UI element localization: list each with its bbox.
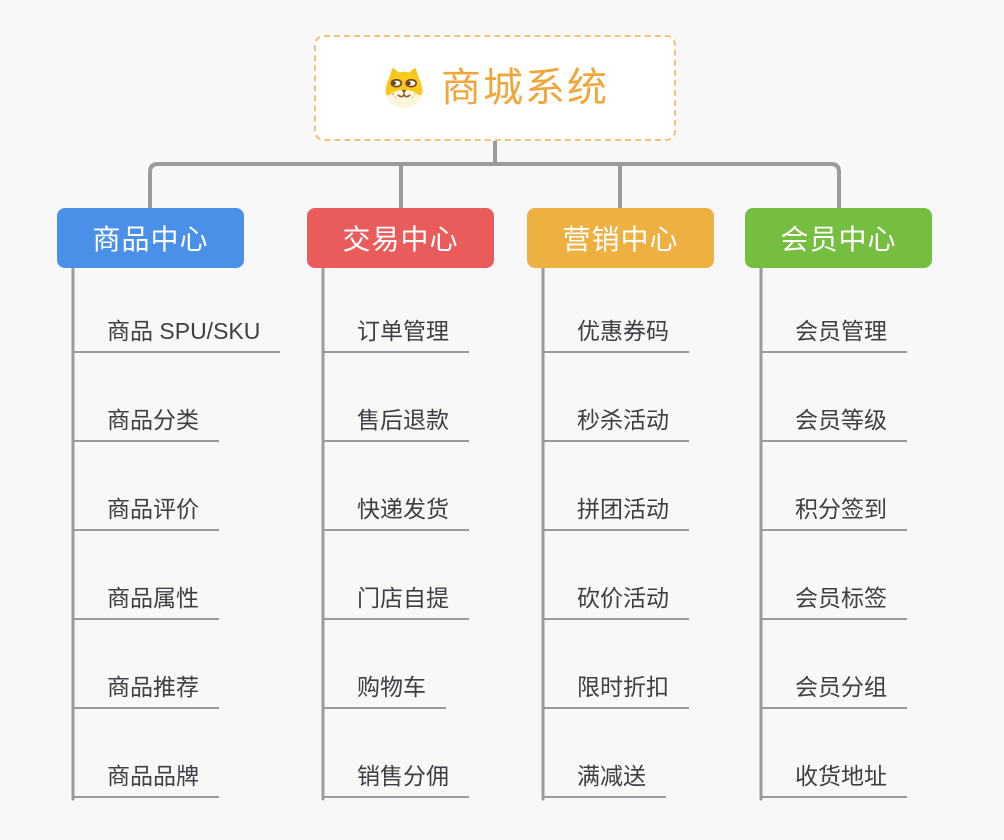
child-topic[interactable]: 售后退款	[323, 400, 469, 442]
child-topic[interactable]: 订单管理	[323, 311, 469, 353]
branch-node-product-center[interactable]: 商品中心	[57, 208, 244, 268]
child-topic[interactable]: 限时折扣	[543, 667, 689, 709]
child-topic[interactable]: 购物车	[323, 667, 446, 709]
child-topic[interactable]: 商品属性	[73, 578, 219, 620]
child-topic[interactable]: 积分签到	[761, 489, 907, 531]
child-topic[interactable]: 拼团活动	[543, 489, 689, 531]
child-topic[interactable]: 优惠券码	[543, 311, 689, 353]
child-topic[interactable]: 收货地址	[761, 756, 907, 798]
child-topic[interactable]: 会员等级	[761, 400, 907, 442]
child-topic[interactable]: 商品推荐	[73, 667, 219, 709]
child-topic[interactable]: 砍价活动	[543, 578, 689, 620]
branch-node-trade-center[interactable]: 交易中心	[307, 208, 494, 268]
branch-node-marketing-center[interactable]: 营销中心	[527, 208, 714, 268]
child-topic[interactable]: 会员分组	[761, 667, 907, 709]
child-topic[interactable]: 商品分类	[73, 400, 219, 442]
child-topic[interactable]: 秒杀活动	[543, 400, 689, 442]
child-topic[interactable]: 会员标签	[761, 578, 907, 620]
branch-node-member-center[interactable]: 会员中心	[745, 208, 932, 268]
child-topic[interactable]: 满减送	[543, 756, 666, 798]
child-topic[interactable]: 商品 SPU/SKU	[73, 311, 281, 353]
child-topic[interactable]: 销售分佣	[323, 756, 469, 798]
dog-face-icon	[385, 67, 423, 109]
root-node[interactable]: 商城系统	[314, 35, 676, 141]
child-topic[interactable]: 会员管理	[761, 311, 907, 353]
child-topic[interactable]: 门店自提	[323, 578, 469, 620]
child-topic[interactable]: 快递发货	[323, 489, 469, 531]
child-topic[interactable]: 商品评价	[73, 489, 219, 531]
root-title: 商城系统	[441, 66, 609, 110]
child-topic[interactable]: 商品品牌	[73, 756, 219, 798]
